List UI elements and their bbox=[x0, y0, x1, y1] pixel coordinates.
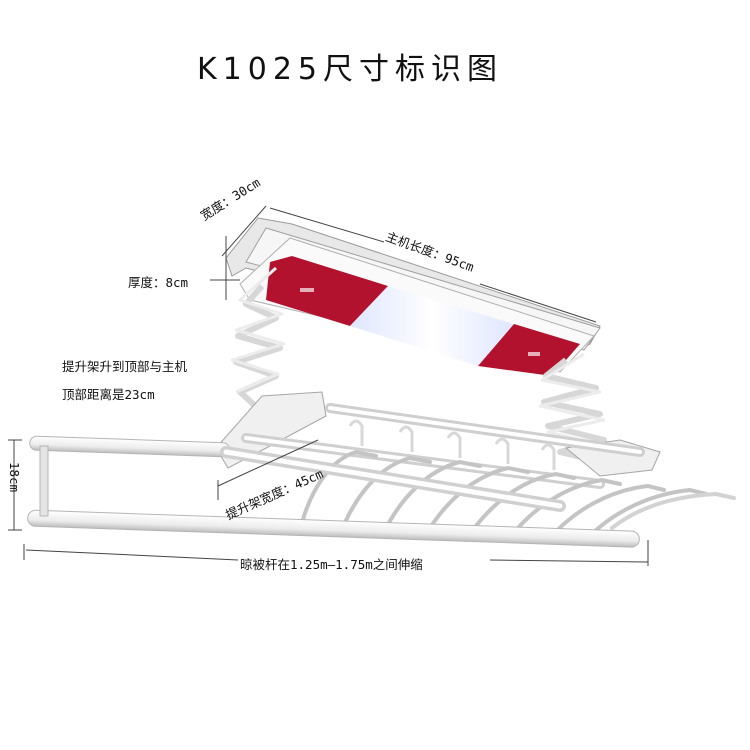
hanger-hooks bbox=[348, 419, 556, 470]
light-panel bbox=[350, 286, 514, 366]
right-red-panel bbox=[478, 324, 580, 376]
lift-distance-label-line2: 顶部距离是23cm bbox=[62, 387, 155, 402]
thickness-label: 厚度：8cm bbox=[128, 275, 189, 290]
left-scissor-arm bbox=[230, 266, 286, 442]
left-red-panel bbox=[266, 256, 388, 326]
lift-distance-label-line1: 提升架升到顶部与主机 bbox=[62, 359, 188, 374]
drying-poles bbox=[27, 435, 640, 548]
page-title: K1025尺寸标识图 bbox=[196, 52, 504, 87]
height-label: 18cm bbox=[7, 462, 22, 493]
pole-range-label: 晾被杆在1.25m—1.75m之间伸缩 bbox=[240, 557, 423, 572]
dimension-lines bbox=[8, 205, 649, 566]
main-unit bbox=[225, 217, 601, 376]
